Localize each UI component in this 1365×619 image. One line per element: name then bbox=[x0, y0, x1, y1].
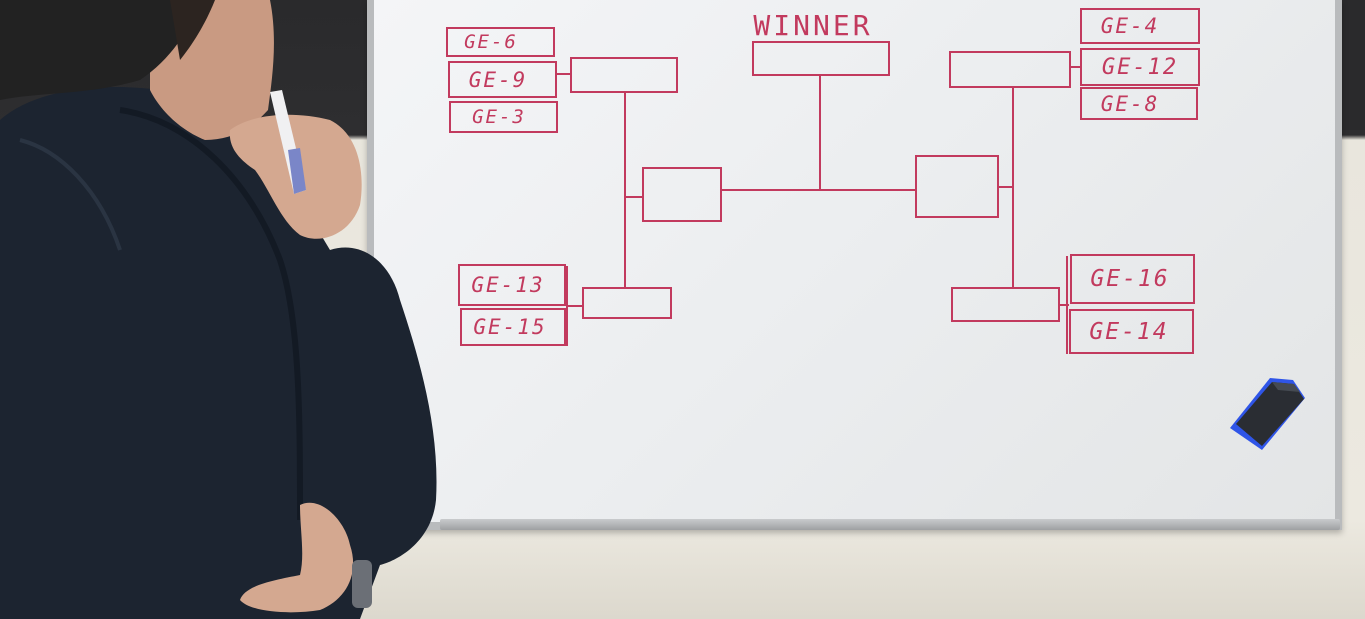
connector-line bbox=[566, 266, 568, 346]
team-label-box bbox=[1080, 87, 1198, 120]
team-label-box bbox=[1069, 309, 1194, 354]
team-label-box bbox=[448, 61, 557, 98]
team-label: GE-14 bbox=[1089, 318, 1169, 345]
team-label: GE-6 bbox=[464, 31, 518, 53]
connector-line bbox=[624, 93, 626, 287]
connector-line bbox=[626, 196, 642, 198]
winner-box bbox=[752, 41, 890, 76]
connector-line bbox=[1071, 66, 1080, 68]
connector-line bbox=[999, 186, 1012, 188]
team-label: GE-8 bbox=[1100, 91, 1160, 116]
connector-line bbox=[819, 76, 821, 189]
whiteboard-tray bbox=[440, 519, 1340, 530]
team-label: GE-12 bbox=[1101, 54, 1179, 80]
team-label-box bbox=[446, 27, 555, 57]
team-label-box bbox=[458, 264, 566, 306]
semifinal-box-left bbox=[642, 167, 722, 222]
team-label: GE-4 bbox=[1100, 14, 1160, 38]
result-box-right-bottom bbox=[951, 287, 1060, 322]
connector-line bbox=[722, 189, 915, 191]
result-box-left-top bbox=[570, 57, 678, 93]
team-label: GE-3 bbox=[472, 106, 526, 128]
connector-line bbox=[1012, 88, 1014, 287]
team-label: GE-13 bbox=[471, 273, 545, 297]
connector-line bbox=[1060, 304, 1069, 306]
semifinal-box-right bbox=[915, 155, 999, 218]
connector-line bbox=[557, 73, 570, 75]
connector-line bbox=[566, 305, 582, 307]
connector-line bbox=[1066, 256, 1068, 354]
result-box-right-top bbox=[949, 51, 1071, 88]
team-label: GE-16 bbox=[1090, 266, 1170, 292]
background-wall-dark bbox=[1340, 0, 1365, 130]
whiteboard-eraser bbox=[1230, 378, 1305, 450]
team-label-box bbox=[1080, 8, 1200, 44]
person bbox=[0, 0, 437, 619]
winner-title: WINNER bbox=[753, 8, 873, 42]
team-label-box bbox=[1070, 254, 1195, 304]
team-label-box bbox=[460, 308, 566, 346]
result-box-left-bottom bbox=[582, 287, 672, 319]
team-label: GE-9 bbox=[468, 67, 528, 92]
team-label-box bbox=[449, 101, 558, 133]
team-label-box bbox=[1080, 48, 1200, 86]
team-label: GE-15 bbox=[473, 315, 547, 339]
